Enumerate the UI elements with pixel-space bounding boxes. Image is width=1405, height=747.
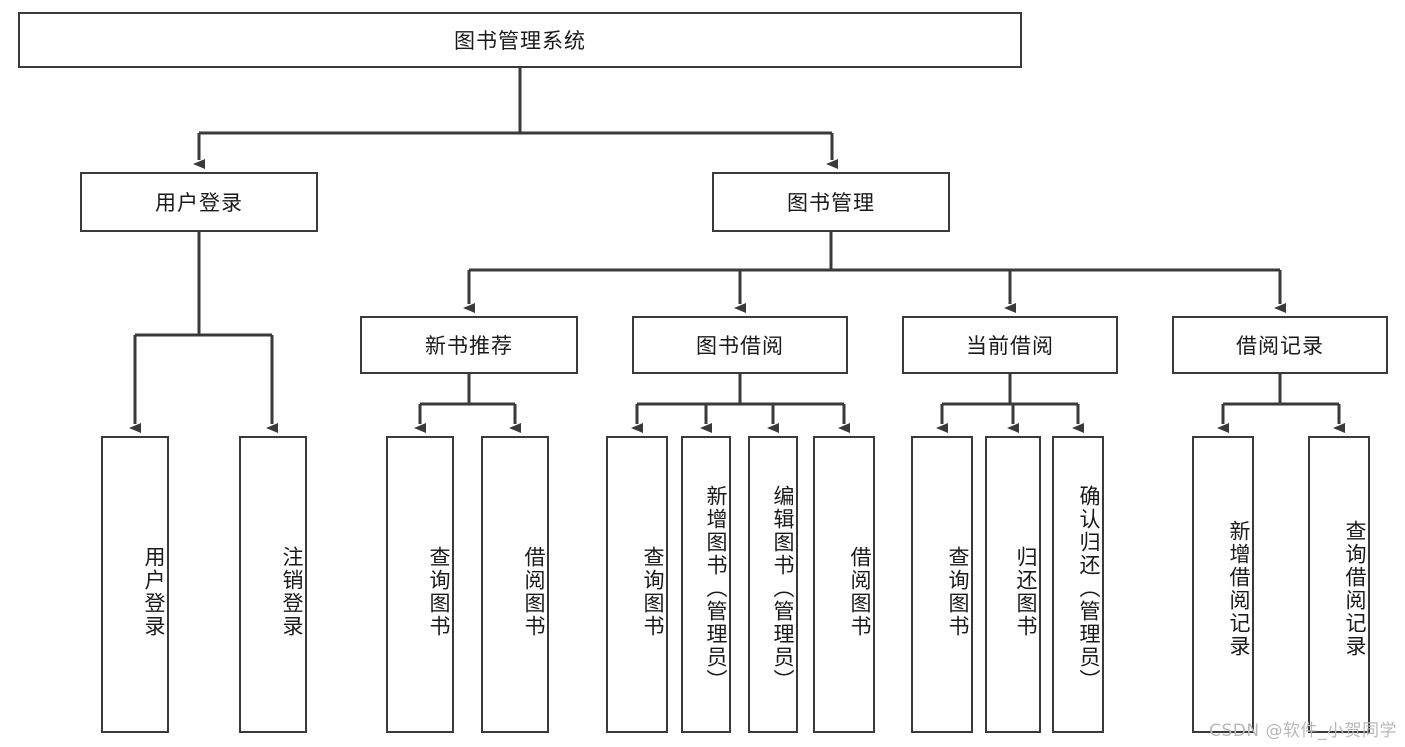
leaf-node[interactable]: 归还图书 <box>985 436 1041 733</box>
leaf-node[interactable]: 新增图书（管理员） <box>681 436 731 733</box>
node-new-book-recommend[interactable]: 新书推荐 <box>360 316 578 374</box>
node-root-system[interactable]: 图书管理系统 <box>18 12 1022 68</box>
node-borrow-record[interactable]: 借阅记录 <box>1172 316 1388 374</box>
leaf-node[interactable]: 查询图书 <box>911 436 973 733</box>
leaf-node[interactable]: 借阅图书 <box>481 436 549 733</box>
leaf-node[interactable]: 借阅图书 <box>813 436 875 733</box>
leaf-node[interactable]: 新增借阅记录 <box>1192 436 1254 733</box>
leaf-node[interactable]: 查询图书 <box>606 436 668 733</box>
csdn-watermark: CSDN @软件_小贺同学 <box>1209 721 1397 741</box>
node-book-borrow[interactable]: 图书借阅 <box>632 316 848 374</box>
leaf-node[interactable]: 查询图书 <box>386 436 454 733</box>
node-book-management[interactable]: 图书管理 <box>712 172 950 232</box>
leaf-node[interactable]: 查询借阅记录 <box>1308 436 1370 733</box>
leaf-node[interactable]: 编辑图书（管理员） <box>748 436 798 733</box>
leaf-node[interactable]: 注销登录 <box>239 436 307 733</box>
node-current-borrow[interactable]: 当前借阅 <box>902 316 1118 374</box>
leaf-node[interactable]: 用户登录 <box>101 436 169 733</box>
leaf-node[interactable]: 确认归还（管理员） <box>1052 436 1104 733</box>
node-user-login[interactable]: 用户登录 <box>80 172 318 232</box>
